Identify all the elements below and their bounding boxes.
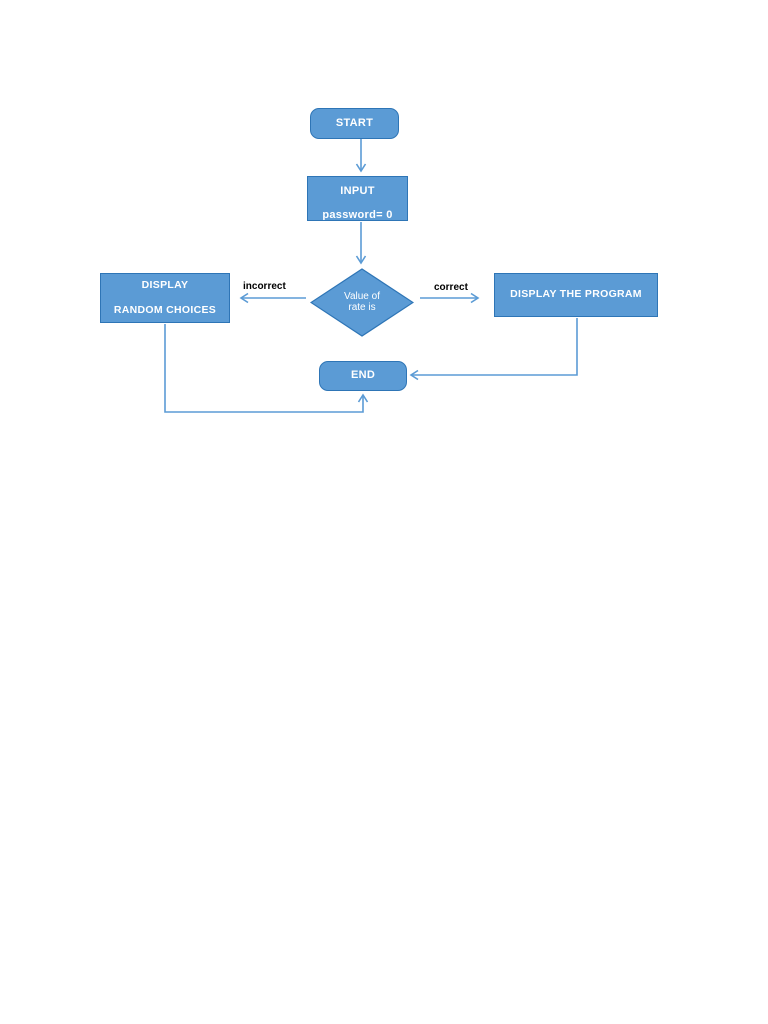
arrowhead-input-to-decision [355, 255, 367, 265]
node-display-random-choices[interactable]: DISPLAY RANDOM CHOICES [100, 273, 230, 323]
arrowhead-decision-to-program [470, 292, 480, 304]
node-random-label-line2: RANDOM CHOICES [113, 303, 217, 316]
node-input-label-line1: INPUT [340, 185, 375, 197]
arrowhead-decision-to-random [239, 292, 249, 304]
node-end[interactable]: END [319, 361, 407, 391]
arrowhead-random-to-end [357, 393, 369, 403]
node-input-label-line2: password= 0 [322, 208, 393, 221]
node-display-the-program[interactable]: DISPLAY THE PROGRAM [494, 273, 658, 317]
edge-label-incorrect: incorrect [243, 281, 286, 292]
arrowhead-program-to-end [409, 369, 419, 381]
node-start-label: START [335, 116, 374, 129]
node-start[interactable]: START [310, 108, 399, 139]
edge-label-correct: correct [434, 282, 468, 293]
connector-random-to-end [164, 324, 364, 413]
node-decision[interactable]: Value of rate is [310, 268, 414, 337]
decision-diamond-shape [310, 268, 414, 337]
node-program-label: DISPLAY THE PROGRAM [510, 288, 642, 301]
connector-program-to-end [412, 318, 578, 376]
node-random-label-line1: DISPLAY [141, 279, 189, 292]
node-end-label: END [350, 369, 376, 382]
node-input[interactable]: INPUT password= 0 [307, 176, 408, 221]
arrowhead-start-to-input [355, 163, 367, 173]
